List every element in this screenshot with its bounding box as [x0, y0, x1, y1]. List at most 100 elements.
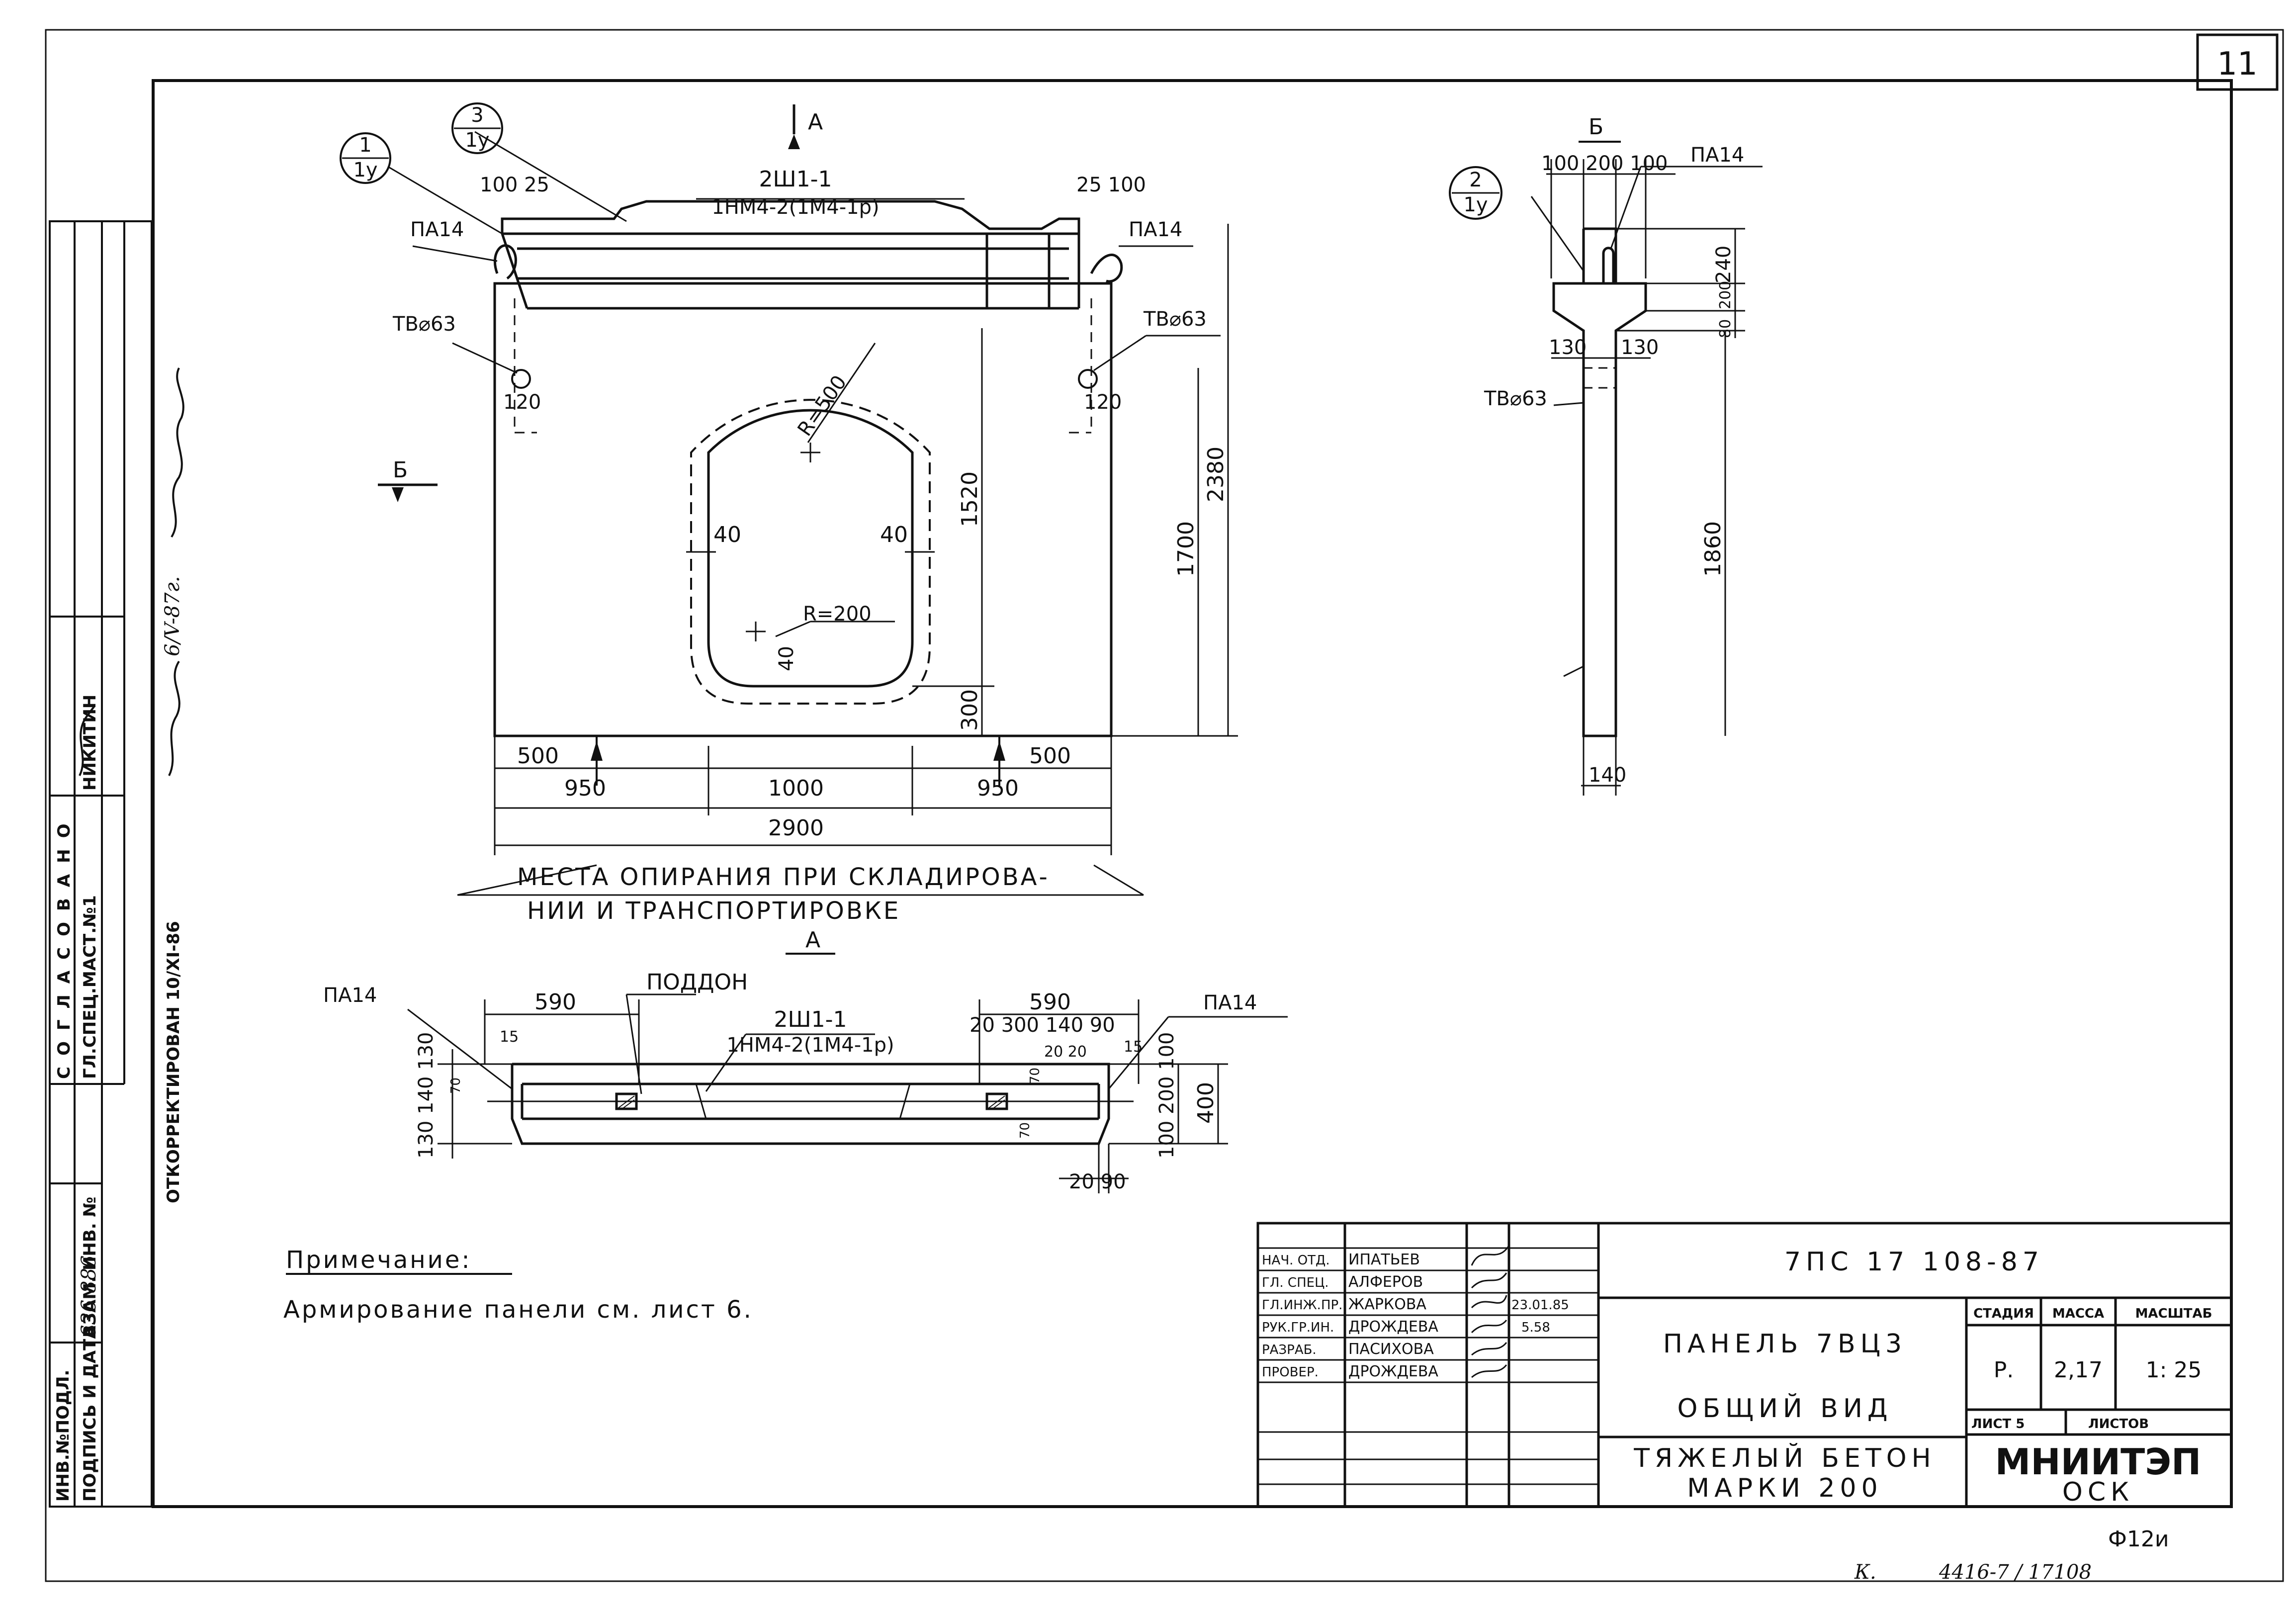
- beam-label-1: 2Ш1-1: [759, 167, 832, 192]
- side-dim-200: 200: [1717, 281, 1734, 309]
- plan-right-dims: 100 200 100: [1155, 1032, 1178, 1159]
- side-view-loop: [1602, 247, 1615, 283]
- side-loop-label: ПА14: [1690, 144, 1744, 167]
- plan-dim-590-left: 590: [534, 989, 576, 1015]
- lifting-loop-left: [494, 244, 517, 280]
- sign-date-label: ПОДПИСЬ И ДАТА: [80, 1326, 100, 1502]
- panel-outline: [493, 200, 1113, 737]
- name-1: АЛФЕРОВ: [1348, 1273, 1423, 1291]
- section-a-arrow: [788, 134, 800, 149]
- bottom-code-2: 4416-7 / 17108: [1939, 1561, 2092, 1584]
- side-dim-240: 240: [1712, 246, 1735, 283]
- sheet-number: 11: [2217, 46, 2257, 83]
- side-tube-label: ТВ⌀63: [1484, 387, 1547, 410]
- name-4: ПАСИХОВА: [1348, 1341, 1434, 1358]
- corrected-date: 6/V-87г.: [161, 576, 184, 656]
- plan-beam-label-2: 1НМ4-2(1М4-1р): [726, 1034, 894, 1057]
- side-view-title: Б: [1589, 114, 1603, 140]
- plan-left-small: 70: [448, 1077, 463, 1094]
- side-approval-block: [49, 220, 153, 1508]
- title-block-rows: [1258, 1247, 1598, 1485]
- agreed-label: СОГЛАСОВАНО: [54, 812, 74, 1079]
- sheet-label: ЛИСТ 5: [1971, 1417, 2025, 1432]
- dim-40-right: 40: [880, 522, 908, 547]
- tube-left-label: ТВ⌀63: [392, 313, 456, 336]
- plan-bottom-dims: 20 90: [1069, 1170, 1126, 1193]
- callout-3-circle: [451, 102, 503, 154]
- section-b-arrow: [392, 487, 404, 502]
- plan-dim-15-left: 15: [500, 1028, 519, 1046]
- role-2: ГЛ.ИНЖ.ПР.: [1262, 1298, 1342, 1313]
- plan-dim-400: 400: [1193, 1082, 1219, 1124]
- support-note-2: НИИ И ТРАНСПОРТИРОВКЕ: [527, 897, 900, 925]
- dim-40-left: 40: [713, 522, 741, 547]
- plan-right-top-dims: 20 300 140 90: [970, 1014, 1115, 1037]
- section-a-label: А: [808, 109, 823, 135]
- support-note-1: МЕСТА ОПИРАНИЯ ПРИ СКЛАДИРОВА-: [517, 863, 1050, 891]
- date-2: 5.58: [1521, 1320, 1550, 1335]
- side-view-dimension-lines: [1530, 159, 1763, 796]
- radius-bottom: R=200: [803, 603, 872, 626]
- corrected-stamp: ОТКОРРЕКТИРОВАН 10/XI-86: [164, 921, 183, 1203]
- right-top-dim: 25 100: [1076, 174, 1146, 196]
- plan-dim-70-b: 70: [1018, 1122, 1033, 1139]
- dim-300: 300: [957, 689, 982, 731]
- sheet-frame: [45, 29, 2284, 1582]
- dim-1000: 1000: [768, 776, 824, 801]
- side-dim-130-right: 130: [1621, 336, 1659, 359]
- scale-header: МАСШТАБ: [2135, 1306, 2212, 1321]
- section-b-label: Б: [393, 457, 408, 483]
- dim-1520: 1520: [957, 471, 982, 527]
- radius-top: R=500: [794, 371, 852, 441]
- lifting-loop-right: [1090, 254, 1123, 283]
- material-2: МАРКИ 200: [1687, 1473, 1882, 1503]
- inv-replace-label: ВЗАМ. ИНВ. №: [80, 1197, 100, 1338]
- plan-dim-15-right: 15: [1124, 1038, 1143, 1056]
- callout-1-top: 1: [359, 134, 371, 157]
- bottom-mark: К.: [1854, 1561, 1876, 1584]
- left-top-dim: 100 25: [480, 174, 549, 196]
- panel-dashed-edges: [514, 298, 1092, 434]
- product-view: ОБЩИЙ ВИД: [1677, 1393, 1892, 1424]
- centre-marks: [746, 443, 820, 641]
- stage-value: Р.: [1994, 1357, 2014, 1383]
- plan-loop-left: ПА14: [323, 984, 377, 1007]
- dim-120-right: 120: [1084, 391, 1122, 414]
- front-view: 1 1у 3 1у А Б 2Ш1-1 1НМ4-2(1М4-1р) 100 2…: [340, 102, 1238, 925]
- stage-header: СТАДИЯ: [1973, 1306, 2034, 1321]
- spec-position: ГЛ.СПЕЦ.МАСТ.№1: [80, 895, 100, 1079]
- name-2: ЖАРКОВА: [1348, 1296, 1426, 1313]
- bottom-code-1: Ф12и: [2108, 1526, 2169, 1552]
- inv-original-label: ИНВ.№ПОДЛ.: [53, 1370, 73, 1502]
- dim-500-right: 500: [1029, 743, 1071, 769]
- front-dimension-lines: [457, 224, 1238, 896]
- side-top-dims: 100 200 100: [1541, 152, 1668, 175]
- loop-right-label: ПА14: [1129, 218, 1182, 241]
- dim-950-right: 950: [977, 776, 1019, 801]
- dim-500-left: 500: [517, 743, 559, 769]
- callout-2-top: 2: [1469, 169, 1482, 191]
- date-1: 23.01.85: [1511, 1298, 1569, 1313]
- side-signature-2: [171, 367, 184, 538]
- note-text: Армирование панели см. лист 6.: [283, 1296, 753, 1324]
- plan-dim-70-a: 70: [1028, 1068, 1043, 1084]
- tube-left: [511, 369, 531, 389]
- dim-1700: 1700: [1173, 521, 1199, 577]
- plan-loop-right: ПА14: [1203, 991, 1257, 1014]
- dim-2380: 2380: [1203, 447, 1229, 502]
- org-name: МНИИТЭП: [1995, 1441, 2202, 1483]
- spec-name: НИКИТИН: [80, 695, 100, 791]
- title-block-signatures: [1471, 1245, 1510, 1378]
- callout-3-top: 3: [471, 104, 483, 127]
- callout-1-circle: [340, 132, 391, 184]
- side-view-dashes: [1584, 367, 1616, 389]
- doc-code: 7ПС 17 108-87: [1784, 1247, 2044, 1277]
- side-dim-140: 140: [1589, 764, 1626, 787]
- front-leaders: [387, 131, 1221, 637]
- product-name: ПАНЕЛЬ 7ВЦ3: [1663, 1329, 1907, 1359]
- sheets-label: ЛИСТОВ: [2088, 1417, 2149, 1432]
- role-0: НАЧ. ОТД.: [1262, 1253, 1330, 1268]
- dim-40-bottom: 40: [775, 646, 798, 671]
- name-3: ДРОЖДЕВА: [1348, 1318, 1438, 1336]
